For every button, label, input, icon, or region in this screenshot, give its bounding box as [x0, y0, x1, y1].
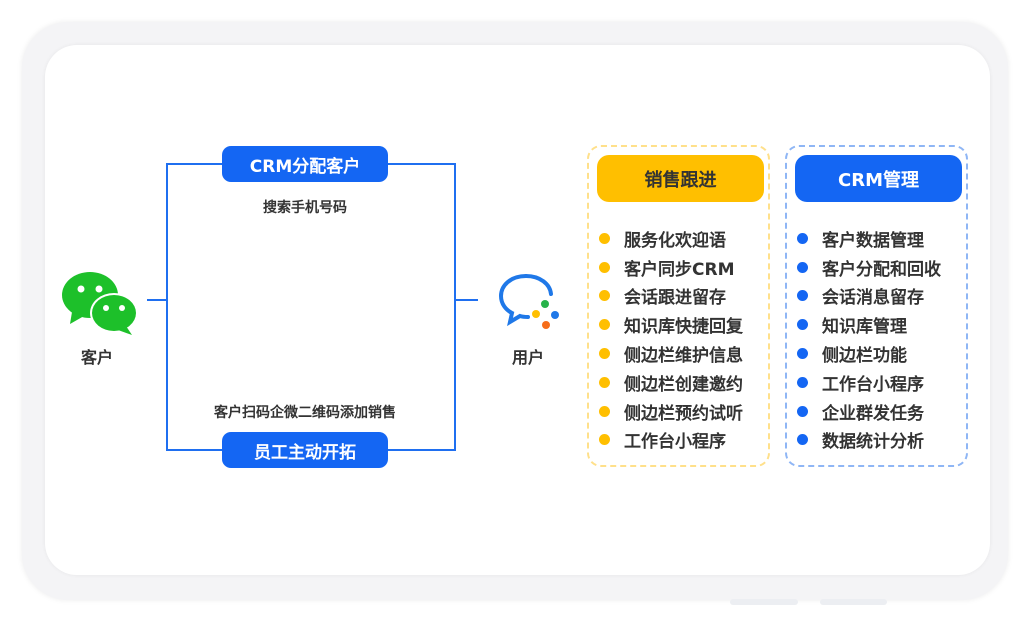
- bullet-icon: [797, 348, 808, 360]
- bottom-caption: 客户扫码企微二维码添加销售: [214, 405, 396, 421]
- bullet-icon: [797, 405, 808, 417]
- bullet-icon: [797, 261, 808, 273]
- list-item: 侧边栏维护信息: [597, 339, 743, 368]
- list-item: 企业群发任务: [795, 397, 941, 426]
- list-item: 客户数据管理: [795, 224, 941, 253]
- list-item: 工作台小程序: [597, 426, 743, 455]
- sales-feature-list: 服务化欢迎语 客户同步CRM 会话跟进留存 知识库快捷回复 侧边栏维护信息 侧边…: [597, 224, 743, 454]
- sales-followup-panel: 销售跟进 服务化欢迎语 客户同步CRM 会话跟进留存 知识库快捷回复 侧边栏维护…: [587, 145, 770, 467]
- item-label: 侧边栏创建邀约: [624, 374, 743, 395]
- bullet-icon: [599, 348, 610, 360]
- list-item: 侧边栏创建邀约: [597, 368, 743, 397]
- item-label: 客户数据管理: [822, 230, 924, 251]
- wechat-icon: [62, 272, 138, 335]
- connector-line: [455, 299, 478, 301]
- item-label: 企业群发任务: [822, 403, 924, 424]
- list-item: 工作台小程序: [795, 368, 941, 397]
- item-label: 数据统计分析: [822, 432, 924, 453]
- content-card: [45, 45, 990, 575]
- bullet-icon: [797, 434, 808, 446]
- list-item: 服务化欢迎语: [597, 224, 743, 253]
- item-label: 工作台小程序: [822, 374, 924, 395]
- list-item: 会话消息留存: [795, 282, 941, 311]
- list-item: 侧边栏功能: [795, 339, 941, 368]
- list-item: 知识库管理: [795, 310, 941, 339]
- connector-line: [454, 163, 456, 451]
- crm-management-header: CRM管理: [795, 155, 962, 202]
- bullet-icon: [797, 376, 808, 388]
- staff-outreach-badge: 员工主动开拓: [222, 432, 388, 468]
- item-label: 会话消息留存: [822, 288, 924, 309]
- bullet-icon: [599, 232, 610, 244]
- item-label: 服务化欢迎语: [624, 230, 726, 251]
- item-label: 客户分配和回收: [822, 259, 941, 280]
- list-item: 客户分配和回收: [795, 253, 941, 282]
- crm-assign-badge: CRM分配客户: [222, 146, 388, 182]
- list-item: 侧边栏预约试听: [597, 397, 743, 426]
- item-label: 知识库管理: [822, 317, 907, 338]
- crm-management-panel: CRM管理 客户数据管理 客户分配和回收 会话消息留存 知识库管理 侧边栏功能 …: [785, 145, 968, 467]
- bullet-icon: [797, 319, 808, 331]
- list-item: 客户同步CRM: [597, 253, 743, 282]
- frame-button: [730, 599, 798, 605]
- bullet-icon: [599, 376, 610, 388]
- connector-line: [166, 163, 168, 451]
- bullet-icon: [599, 434, 610, 446]
- bullet-icon: [599, 261, 610, 273]
- list-item: 知识库快捷回复: [597, 310, 743, 339]
- crm-feature-list: 客户数据管理 客户分配和回收 会话消息留存 知识库管理 侧边栏功能 工作台小程序…: [795, 224, 941, 454]
- bullet-icon: [797, 290, 808, 302]
- sales-followup-header: 销售跟进: [597, 155, 764, 202]
- list-item: 数据统计分析: [795, 426, 941, 455]
- item-label: 侧边栏预约试听: [624, 403, 743, 424]
- frame-button: [820, 599, 887, 605]
- wecom-icon: [498, 274, 559, 329]
- customer-label: 客户: [80, 348, 113, 367]
- bullet-icon: [599, 290, 610, 302]
- top-caption: 搜索手机号码: [263, 200, 347, 216]
- list-item: 会话跟进留存: [597, 282, 743, 311]
- item-label: 知识库快捷回复: [624, 317, 743, 338]
- connector-line: [147, 299, 168, 301]
- bullet-icon: [599, 405, 610, 417]
- item-label: 工作台小程序: [624, 432, 726, 453]
- bullet-icon: [797, 232, 808, 244]
- user-label: 用户: [511, 348, 544, 367]
- bullet-icon: [599, 319, 610, 331]
- item-label: 会话跟进留存: [624, 288, 726, 309]
- item-label: 侧边栏功能: [822, 346, 907, 367]
- item-label: 侧边栏维护信息: [624, 346, 743, 367]
- item-label: 客户同步CRM: [624, 259, 735, 280]
